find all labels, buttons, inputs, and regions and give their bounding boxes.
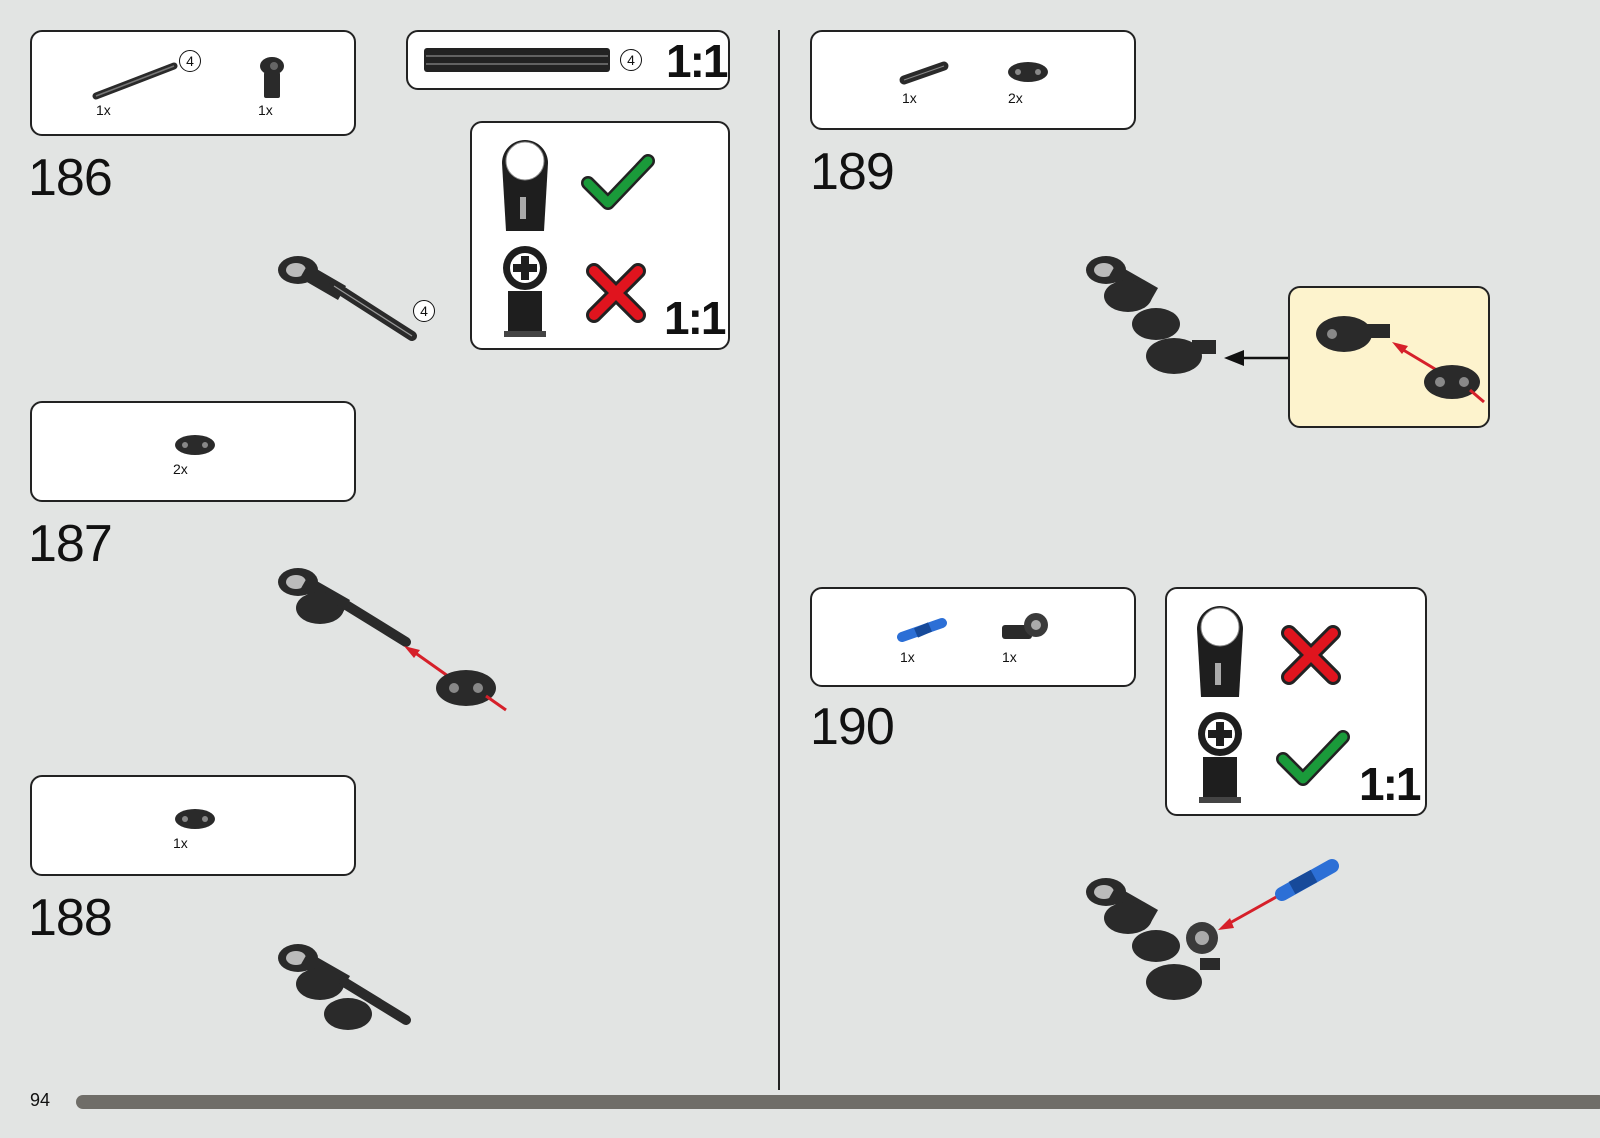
check-icon bbox=[581, 154, 655, 210]
axle-scale-icon bbox=[424, 48, 610, 72]
axle-length-badge: 4 bbox=[179, 50, 201, 72]
liftarm-icon bbox=[175, 809, 215, 829]
assembly-186 bbox=[278, 256, 417, 341]
part-qty: 1x bbox=[902, 90, 917, 106]
liftarm-end-icon bbox=[1197, 606, 1243, 697]
part-qty: 2x bbox=[173, 461, 188, 477]
progress-bar bbox=[76, 1095, 1600, 1109]
page-number: 94 bbox=[30, 1090, 51, 1110]
cross-axle-end-icon bbox=[503, 246, 547, 337]
axle-scale-badge: 4 bbox=[620, 49, 642, 71]
check-icon bbox=[1276, 730, 1350, 786]
liftarm-icon bbox=[1008, 62, 1048, 82]
assembly-190 bbox=[1086, 859, 1339, 1000]
page-divider bbox=[778, 30, 780, 1090]
blue-pin-icon bbox=[897, 618, 947, 642]
parts-box-190: 1x 1x bbox=[810, 587, 1136, 687]
cross-icon bbox=[586, 263, 646, 323]
part-qty: 1x bbox=[96, 102, 111, 118]
step-number: 188 bbox=[28, 889, 113, 947]
liftarm-icon bbox=[175, 435, 215, 455]
step-number: 187 bbox=[28, 515, 113, 573]
assembly-189 bbox=[1086, 256, 1216, 374]
part-qty: 2x bbox=[1008, 90, 1023, 106]
orientation-callout-186: 1:1 bbox=[470, 121, 730, 350]
part-qty: 1x bbox=[900, 649, 915, 665]
axle-pin-icon bbox=[899, 61, 949, 85]
part-qty: 1x bbox=[258, 102, 273, 118]
step-number: 190 bbox=[810, 698, 895, 756]
cross-icon bbox=[1281, 625, 1341, 685]
arrow-icon bbox=[1224, 350, 1298, 366]
assembly-187 bbox=[278, 568, 507, 712]
parts-box-186: 4 1x 1x bbox=[30, 30, 356, 136]
axle-scale-box: 4 1:1 bbox=[406, 30, 730, 90]
parts-box-187: 2x bbox=[30, 401, 356, 502]
assembly-badge: 4 bbox=[413, 300, 435, 322]
cross-axle-end-icon bbox=[1198, 712, 1242, 803]
assembly-188 bbox=[278, 944, 411, 1030]
scale-label: 1:1 bbox=[664, 292, 727, 344]
axle-icon bbox=[92, 62, 178, 100]
part-qty: 1x bbox=[173, 835, 188, 851]
step-number: 186 bbox=[28, 149, 113, 207]
cross-connector-icon bbox=[1002, 613, 1048, 639]
step-number: 189 bbox=[810, 143, 895, 201]
orientation-callout-190: 1:1 bbox=[1165, 587, 1427, 816]
scale-label: 1:1 bbox=[1359, 758, 1422, 810]
sub-assembly-callout bbox=[1288, 286, 1490, 428]
sub-assembly-icon bbox=[1316, 316, 1485, 404]
liftarm-end-icon bbox=[502, 140, 548, 231]
scale-label: 1:1 bbox=[666, 35, 729, 87]
parts-box-189: 1x 2x bbox=[810, 30, 1136, 130]
parts-box-188: 1x bbox=[30, 775, 356, 876]
connector-icon bbox=[260, 57, 284, 98]
part-qty: 1x bbox=[1002, 649, 1017, 665]
